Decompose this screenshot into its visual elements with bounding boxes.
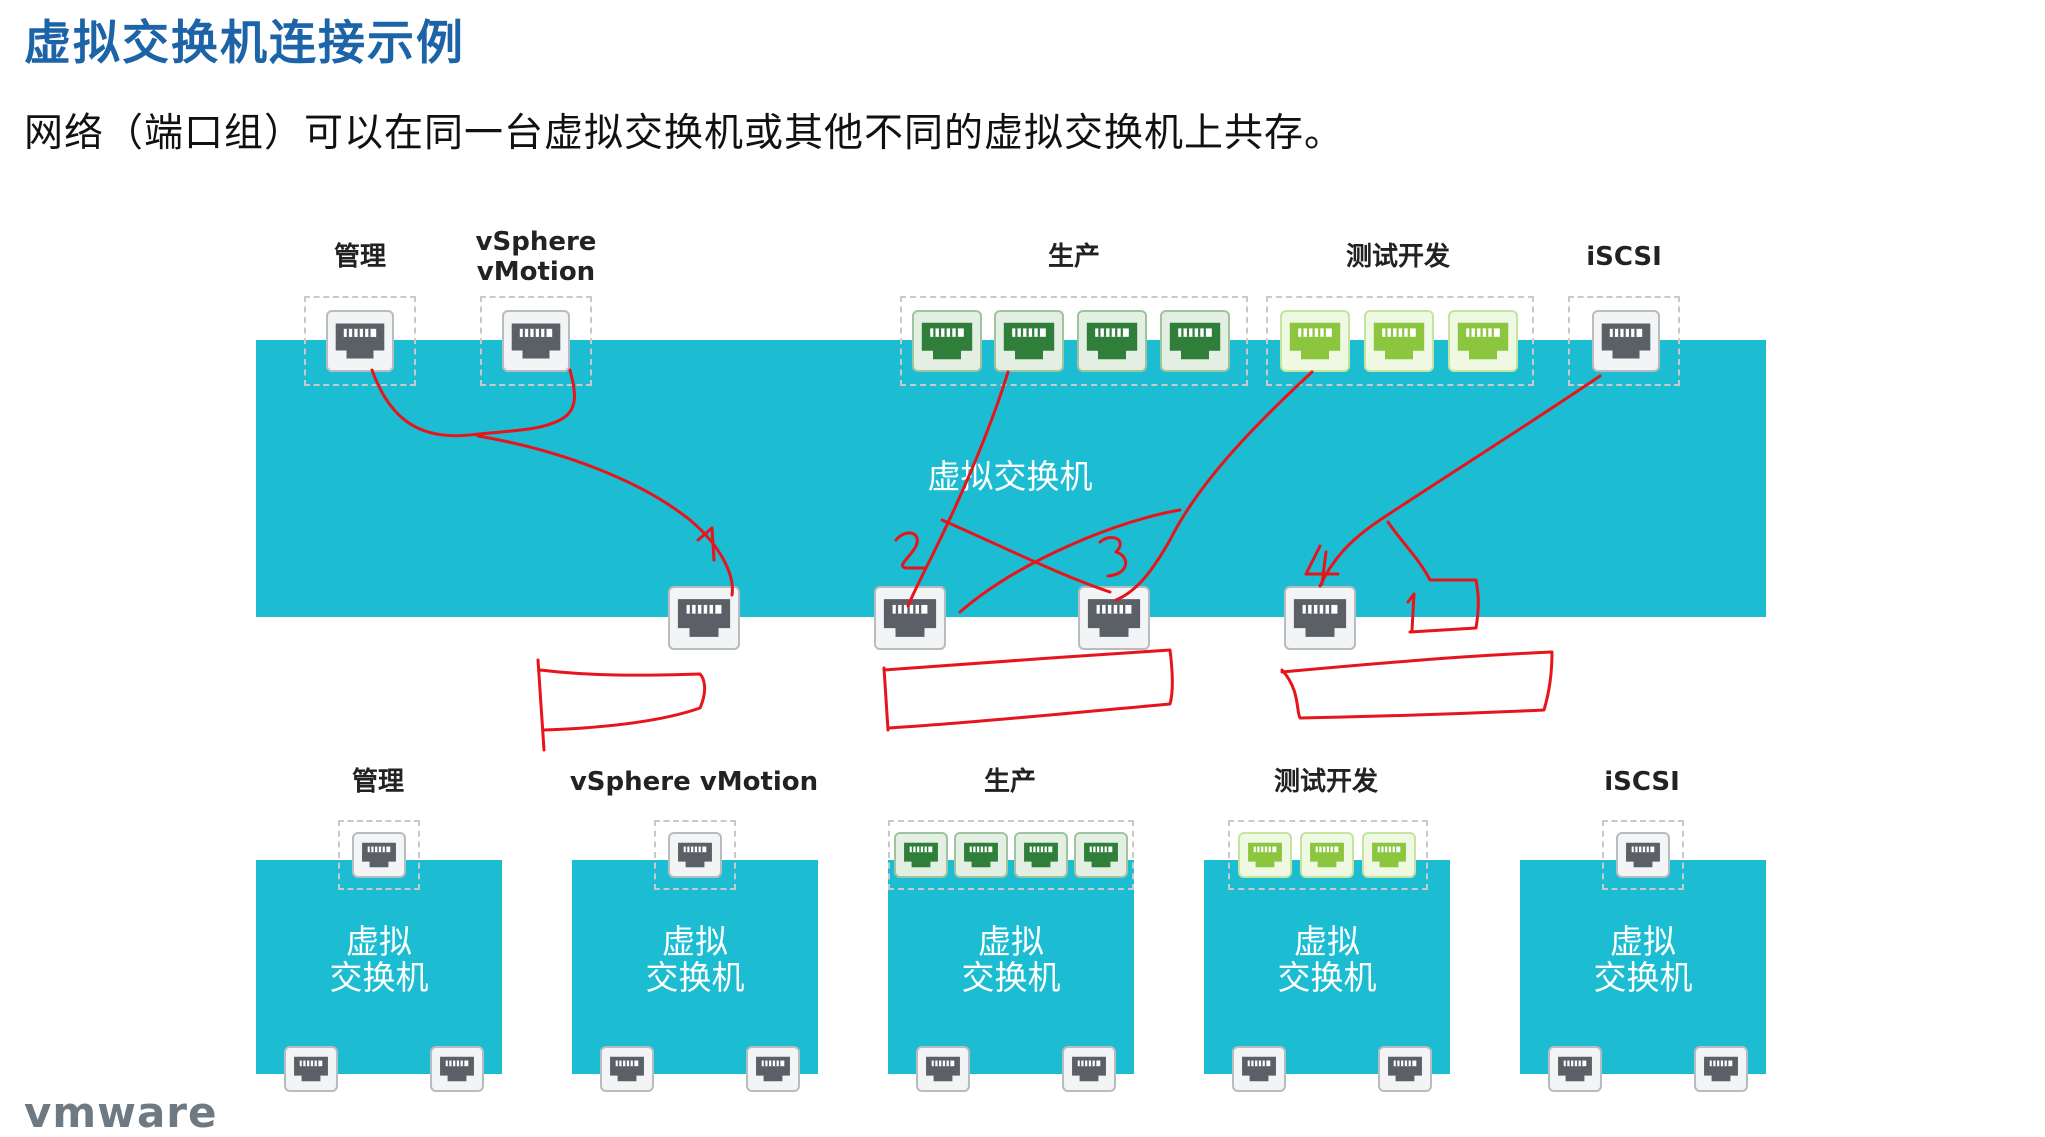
ethernet-port-icon	[1014, 832, 1068, 878]
ethernet-port-icon	[1592, 310, 1660, 372]
bottom-switch-label-line2: 交换机	[1593, 958, 1693, 997]
top-portgroup-box-management	[304, 296, 416, 386]
bottom-switch-label-line2: 交换机	[1277, 958, 1377, 997]
ethernet-port-icon	[1074, 832, 1128, 878]
ethernet-port-icon	[1616, 832, 1670, 878]
ethernet-port-icon	[1238, 832, 1292, 878]
bottom-label-testdev: 测试开发	[1273, 767, 1379, 797]
ethernet-port-icon	[352, 832, 406, 878]
ethernet-port-icon	[994, 310, 1064, 372]
ethernet-port-icon	[1448, 310, 1518, 372]
bottom-virtual-switch-production	[888, 860, 1134, 1074]
vmware-logo: vmware	[24, 1088, 218, 1137]
bottom-label-vmotion: vSphere vMotion	[569, 767, 819, 797]
bottom-label-iscsi: iSCSI	[1604, 767, 1680, 797]
ethernet-port-icon	[1362, 832, 1416, 878]
ethernet-port-icon	[746, 1046, 800, 1092]
ethernet-port-icon	[284, 1046, 338, 1092]
bottom-switch-label: 虚拟交换机	[646, 924, 745, 996]
bottom-switch-label-line1: 虚拟	[1610, 922, 1676, 961]
bottom-virtual-switch-management	[256, 860, 502, 1074]
top-virtual-switch	[256, 340, 1766, 617]
top-label-iscsi: iSCSI	[1586, 242, 1662, 272]
top-label-vmotion-line1: vSphere	[475, 227, 597, 257]
ethernet-port-icon	[1284, 586, 1356, 650]
ethernet-port-icon	[1378, 1046, 1432, 1092]
bottom-label-production: 生产	[983, 767, 1037, 797]
bottom-switch-label: 虚拟交换机	[962, 924, 1061, 996]
bottom-portgroup-box-testdev	[1228, 820, 1428, 890]
top-portgroup-box-iscsi	[1568, 296, 1680, 386]
bottom-switch-label-line2: 交换机	[329, 958, 429, 997]
ethernet-port-icon	[668, 586, 740, 650]
ethernet-port-icon	[1232, 1046, 1286, 1092]
slide-title: 虚拟交换机连接示例	[24, 16, 465, 71]
ethernet-port-icon	[1280, 310, 1350, 372]
ethernet-port-icon	[502, 310, 570, 372]
bottom-switch-label-line1: 虚拟	[1294, 922, 1360, 961]
top-portgroup-box-vmotion	[480, 296, 592, 386]
ethernet-port-icon	[430, 1046, 484, 1092]
ethernet-port-icon	[1078, 586, 1150, 650]
ethernet-port-icon	[1077, 310, 1147, 372]
bottom-switch-label: 虚拟交换机	[1594, 924, 1693, 996]
top-label-vmotion-line2: vMotion	[476, 257, 596, 287]
top-label-testdev: 测试开发	[1345, 242, 1451, 272]
bottom-virtual-switch-iscsi	[1520, 860, 1766, 1074]
ethernet-port-icon	[668, 832, 722, 878]
bottom-virtual-switch-testdev	[1204, 860, 1450, 1074]
ethernet-port-icon	[874, 586, 946, 650]
bottom-switch-label: 虚拟交换机	[1278, 924, 1377, 996]
ethernet-port-icon	[912, 310, 982, 372]
bottom-switch-label-line2: 交换机	[645, 958, 745, 997]
top-switch-label: 虚拟交换机	[927, 457, 1093, 496]
top-label-management: 管理	[333, 242, 387, 272]
ethernet-port-icon	[326, 310, 394, 372]
bottom-portgroup-box-management	[338, 820, 420, 890]
bottom-switch-label-line2: 交换机	[961, 958, 1061, 997]
bottom-switch-label-line1: 虚拟	[662, 922, 728, 961]
top-label-production: 生产	[1047, 242, 1101, 272]
ethernet-port-icon	[894, 832, 948, 878]
top-portgroup-box-production	[900, 296, 1248, 386]
ethernet-port-icon	[600, 1046, 654, 1092]
bottom-portgroup-box-production	[888, 820, 1134, 890]
slide-subtitle: 网络（端口组）可以在同一台虚拟交换机或其他不同的虚拟交换机上共存。	[24, 111, 1345, 156]
bottom-label-management: 管理	[351, 767, 405, 797]
ethernet-port-icon	[1548, 1046, 1602, 1092]
ethernet-port-icon	[1364, 310, 1434, 372]
ethernet-port-icon	[916, 1046, 970, 1092]
bottom-switch-label-line1: 虚拟	[346, 922, 412, 961]
top-portgroup-box-testdev	[1266, 296, 1534, 386]
bottom-switch-label-line1: 虚拟	[978, 922, 1044, 961]
bottom-portgroup-box-iscsi	[1602, 820, 1684, 890]
ethernet-port-icon	[1300, 832, 1354, 878]
bottom-virtual-switch-vmotion	[572, 860, 818, 1074]
bottom-switch-label: 虚拟交换机	[330, 924, 429, 996]
ethernet-port-icon	[1160, 310, 1230, 372]
ethernet-port-icon	[1694, 1046, 1748, 1092]
bottom-portgroup-box-vmotion	[654, 820, 736, 890]
ethernet-port-icon	[954, 832, 1008, 878]
ethernet-port-icon	[1062, 1046, 1116, 1092]
